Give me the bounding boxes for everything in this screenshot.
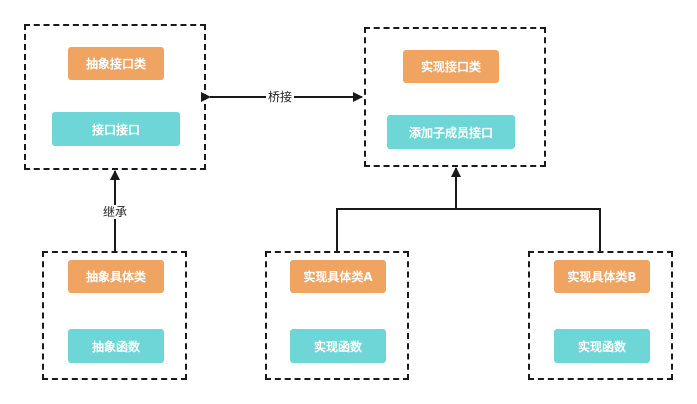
concrete-b-group xyxy=(528,251,673,380)
refined-abstraction-class-box: 抽象具体类 xyxy=(68,260,164,293)
inherit-connector-concrete xyxy=(336,208,601,251)
refined-abstraction-group xyxy=(42,251,187,380)
concrete-a-method-box: 实现函数 xyxy=(290,329,386,363)
abstraction-class-box: 抽象接口类 xyxy=(68,47,164,80)
implementor-method-box: 添加子成员接口 xyxy=(387,115,515,149)
concrete-b-method-box: 实现函数 xyxy=(554,329,650,363)
inherit-label: 继承 xyxy=(101,205,130,219)
refined-abstraction-method-box: 抽象函数 xyxy=(68,329,164,363)
abstraction-interface-box: 接口接口 xyxy=(52,112,180,146)
concrete-b-class-box: 实现具体类B xyxy=(554,260,650,293)
concrete-a-group xyxy=(265,251,409,380)
abstraction-group xyxy=(24,24,206,170)
concrete-a-class-box: 实现具体类A xyxy=(290,260,386,293)
implementor-group xyxy=(364,27,546,167)
bridge-label: 桥接 xyxy=(266,90,295,104)
implementor-class-box: 实现接口类 xyxy=(403,50,499,83)
